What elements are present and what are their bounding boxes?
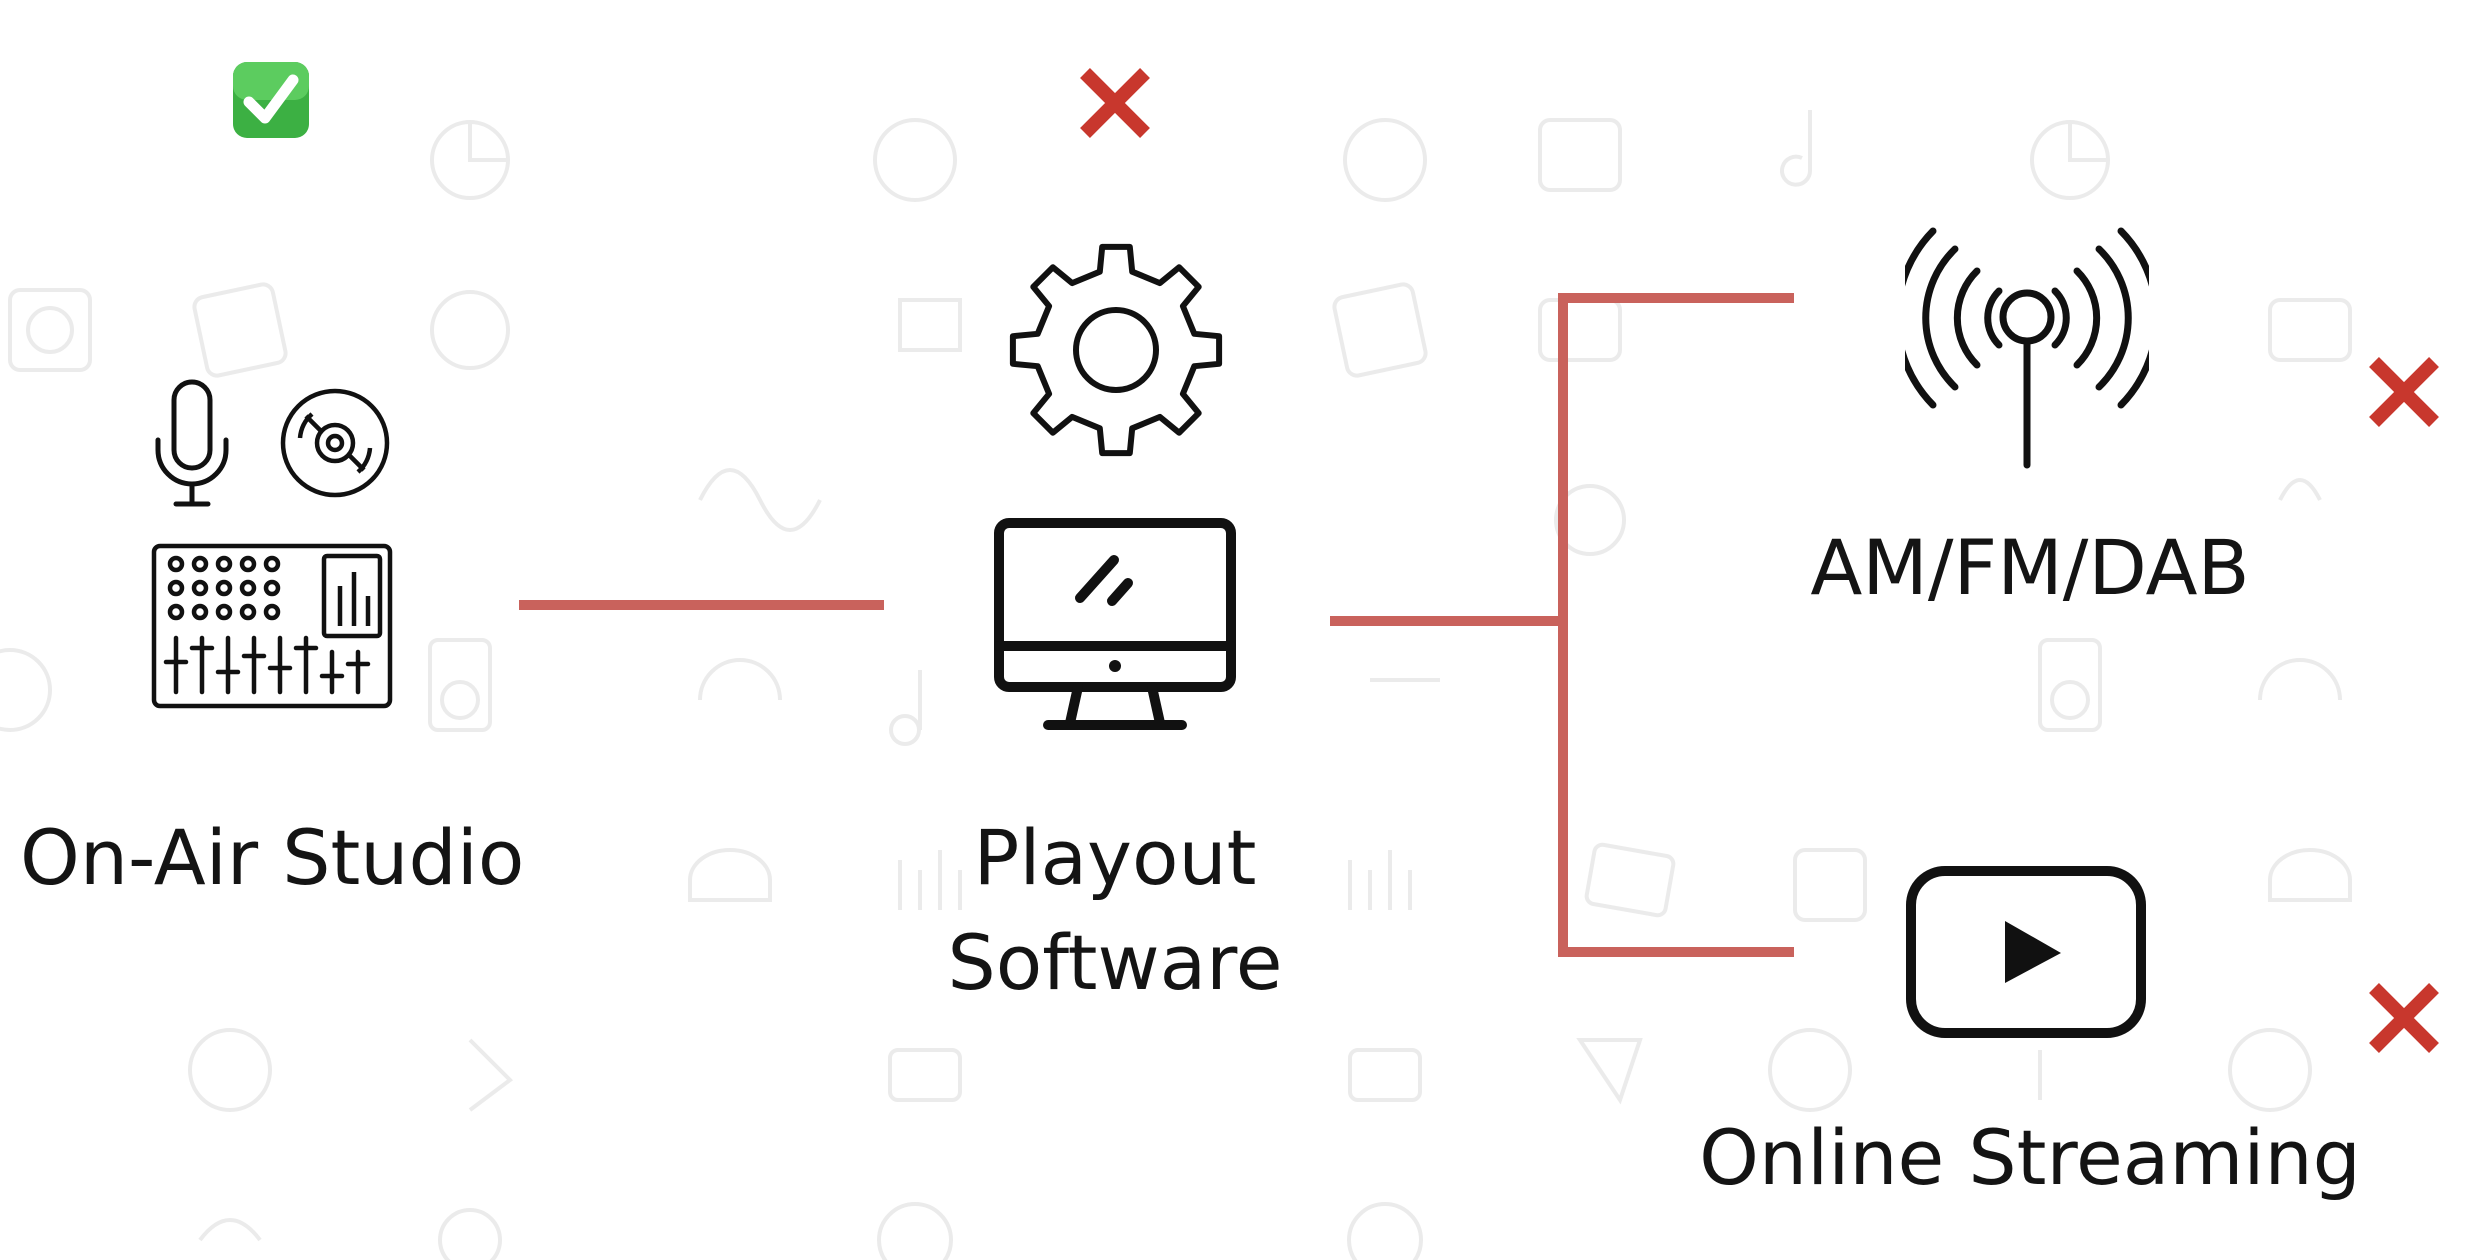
on-air-studio-label: On-Air Studio (20, 813, 525, 902)
cross-icon (1080, 68, 1150, 138)
cross-icon (2369, 357, 2439, 427)
microphone-icon (155, 379, 229, 507)
mixing-console-icon (151, 543, 393, 709)
check-icon (233, 62, 309, 138)
online-streaming-label: Online Streaming (1699, 1113, 2361, 1202)
gear-icon (1009, 243, 1223, 457)
desktop-monitor-icon (994, 518, 1236, 730)
playout-software-label-line1: Playout (973, 813, 1257, 902)
am-fm-dab-label: AM/FM/DAB (1810, 523, 2250, 612)
youtube-play-icon (1906, 866, 2146, 1038)
radio-antenna-icon (1905, 227, 2149, 469)
cd-icon (280, 388, 390, 498)
cross-icon (2369, 983, 2439, 1053)
playout-software-label-line2: Software (947, 918, 1283, 1007)
